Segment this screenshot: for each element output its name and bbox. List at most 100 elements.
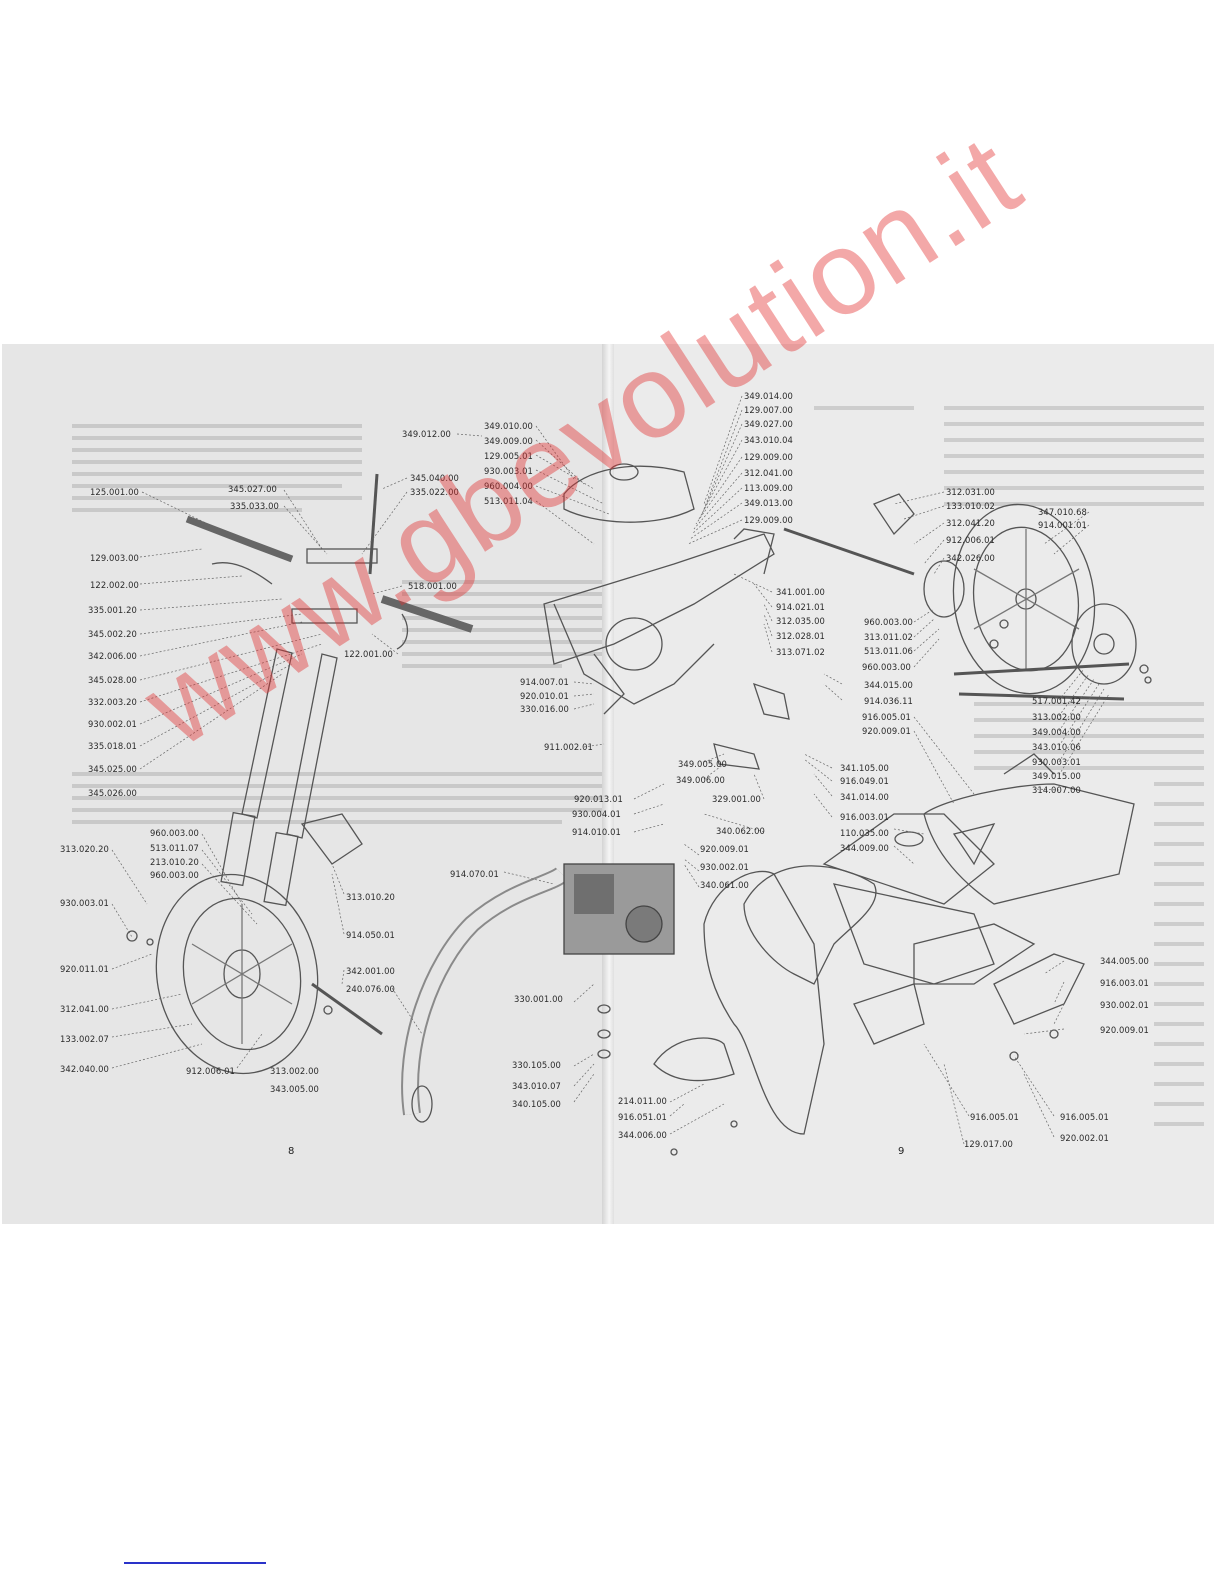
callout-313-011-02: 313.011.02	[864, 632, 913, 642]
callout-129-007-00: 129.007.00	[744, 405, 793, 415]
callout-312-041-00: 312.041.00	[60, 1004, 109, 1014]
page-number-left: 8	[288, 1146, 295, 1157]
callout-912-006-01: 912.006.01	[186, 1066, 235, 1076]
callout-335-033-00: 335.033.00	[230, 501, 279, 511]
page-number-right: 9	[898, 1146, 905, 1157]
callout-335-022-00: 335.022.00	[410, 487, 459, 497]
callout-330-016-00: 330.016.00	[520, 704, 569, 714]
callout-513-011-07: 513.011.07	[150, 843, 199, 853]
callout-122-002-00: 122.002.00	[90, 580, 139, 590]
callout-344-005-00: 344.005.00	[1100, 956, 1149, 966]
callout-345-002-20: 345.002.20	[88, 629, 137, 639]
callout-341-014-00: 341.014.00	[840, 792, 889, 802]
callout-930-002-01-a: 930.002.01	[700, 862, 749, 872]
callout-110-035-00: 110.035.00	[840, 828, 889, 838]
left-exploded-diagram	[72, 424, 602, 1123]
callout-129-005-01: 129.005.01	[484, 451, 533, 461]
page-left: 125.001.00 129.003.00 122.002.00 335.001…	[2, 344, 608, 1224]
callout-113-009-00: 113.009.00	[744, 483, 793, 493]
callout-335-001-20: 335.001.20	[88, 605, 137, 615]
callout-345-028-00: 345.028.00	[88, 675, 137, 685]
callout-345-025-00: 345.025.00	[88, 764, 137, 774]
callout-129-017-00: 129.017.00	[964, 1139, 1013, 1149]
callout-914-007-01: 914.007.01	[520, 677, 569, 687]
callout-930-003-01-a: 930.003.01	[484, 466, 533, 476]
callout-912-006-01: 912.006.01	[946, 535, 995, 545]
callout-314-007-00: 314.007.00	[1032, 785, 1081, 795]
callout-342-040-00: 342.040.00	[60, 1064, 109, 1074]
callout-349-006-00: 349.006.00	[676, 775, 725, 785]
callout-517-001-42: 517.001.42	[1032, 696, 1081, 706]
callout-914-036-11: 914.036.11	[864, 696, 913, 706]
callout-313-002-00: 313.002.00	[1032, 712, 1081, 722]
callout-349-027-00: 349.027.00	[744, 419, 793, 429]
page-right: 349.010.00 349.009.00 129.005.01 930.003…	[450, 344, 1214, 1224]
callout-129-003-00: 129.003.00	[90, 553, 139, 563]
callout-343-010-07: 343.010.07	[512, 1081, 561, 1091]
callout-313-010-20: 313.010.20	[346, 892, 395, 902]
callout-342-001-00: 342.001.00	[346, 966, 395, 976]
callout-343-005-00: 343.005.00	[270, 1084, 319, 1094]
callout-240-076-00: 240.076.00	[346, 984, 395, 994]
callout-960-004-00: 960.004.00	[484, 481, 533, 491]
callout-920-010-01: 920.010.01	[520, 691, 569, 701]
callout-930-003-01-b: 930.003.01	[1032, 757, 1081, 767]
callout-313-071-02: 313.071.02	[776, 647, 825, 657]
bottom-link-underline[interactable]	[124, 1562, 266, 1564]
callout-960-003-00-c: 960.003.00	[864, 617, 913, 627]
callout-213-010-20: 213.010.20	[150, 857, 199, 867]
callout-349-010-00: 349.010.00	[484, 421, 533, 431]
callout-133-002-07: 133.002.07	[60, 1034, 109, 1044]
callout-342-006-00: 342.006.00	[88, 651, 137, 661]
callout-312-041-00: 312.041.00	[744, 468, 793, 478]
callout-332-003-20: 332.003.20	[88, 697, 137, 707]
callout-343-010-04: 343.010.04	[744, 435, 793, 445]
callout-914-021-01: 914.021.01	[776, 602, 825, 612]
manual-spread: 125.001.00 129.003.00 122.002.00 335.001…	[2, 344, 1214, 1224]
callout-341-001-00: 341.001.00	[776, 587, 825, 597]
callout-349-009-00: 349.009.00	[484, 436, 533, 446]
callout-349-014-00: 349.014.00	[744, 391, 793, 401]
callout-313-002-00: 313.002.00	[270, 1066, 319, 1076]
callout-960-003-00-a: 960.003.00	[150, 828, 199, 838]
callout-930-004-01: 930.004.01	[572, 809, 621, 819]
right-exploded-diagram	[503, 395, 1204, 1156]
callout-349-005-00: 349.005.00	[678, 759, 727, 769]
callout-345-027-00: 345.027.00	[228, 484, 277, 494]
callout-312-028-01: 312.028.01	[776, 631, 825, 641]
callout-343-010-06: 343.010.06	[1032, 742, 1081, 752]
callout-340-062-00: 340.062.00	[716, 826, 765, 836]
callout-930-002-01-b: 930.002.01	[1100, 1000, 1149, 1010]
callout-129-009-00-b: 129.009.00	[744, 515, 793, 525]
callout-344-009-00: 344.009.00	[840, 843, 889, 853]
callout-340-061-00: 340.061.00	[700, 880, 749, 890]
callout-340-105-00: 340.105.00	[512, 1099, 561, 1109]
callout-125-001-00: 125.001.00	[90, 487, 139, 497]
callout-960-003-00-d: 960.003.00	[862, 662, 911, 672]
callout-916-003-01-b: 916.003.01	[1100, 978, 1149, 988]
callout-313-020-20: 313.020.20	[60, 844, 109, 854]
callout-341-105-00: 341.105.00	[840, 763, 889, 773]
callout-335-018-01: 335.018.01	[88, 741, 137, 751]
callout-914-001-01: 914.001.01	[1038, 520, 1087, 530]
callout-133-010-02: 133.010.02	[946, 501, 995, 511]
callout-916-005-01-b: 916.005.01	[970, 1112, 1019, 1122]
callout-345-026-00: 345.026.00	[88, 788, 137, 798]
callout-920-009-01-a: 920.009.01	[700, 844, 749, 854]
callout-920-011-01: 920.011.01	[60, 964, 109, 974]
callout-916-003-01-a: 916.003.01	[840, 812, 889, 822]
callout-513-011-04: 513.011.04	[484, 496, 533, 506]
callout-214-011-00: 214.011.00	[618, 1096, 667, 1106]
callout-911-002-01: 911.002.01	[544, 742, 593, 752]
callout-920-013-01: 920.013.01	[574, 794, 623, 804]
callout-330-001-00: 330.001.00	[514, 994, 563, 1004]
callout-914-010-01: 914.010.01	[572, 827, 621, 837]
callout-960-003-00-b: 960.003.00	[150, 870, 199, 880]
callout-312-035-00: 312.035.00	[776, 616, 825, 626]
callout-344-015-00: 344.015.00	[864, 680, 913, 690]
callout-312-031-00: 312.031.00	[946, 487, 995, 497]
callout-920-009-01-c: 920.009.01	[1100, 1025, 1149, 1035]
callout-349-015-00: 349.015.00	[1032, 771, 1081, 781]
callout-330-105-00: 330.105.00	[512, 1060, 561, 1070]
callout-344-006-00: 344.006.00	[618, 1130, 667, 1140]
